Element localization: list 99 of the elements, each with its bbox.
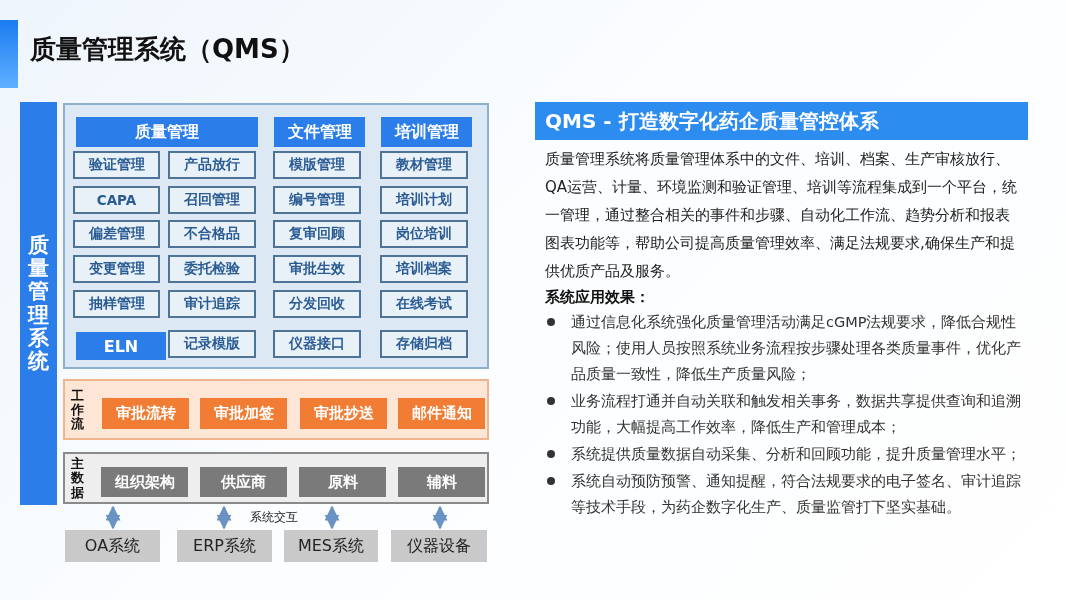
section-subheading: 系统应用效果： bbox=[545, 287, 651, 308]
node-label: 邮件通知 bbox=[411, 404, 472, 423]
node-label: 委托检验 bbox=[184, 260, 240, 278]
node-label: QMS - 打造数字化药企质量管控体系 bbox=[545, 107, 879, 135]
module-box bbox=[168, 186, 256, 214]
node-label: 培训管理 bbox=[394, 121, 459, 143]
node-label: 审批加签 bbox=[213, 404, 274, 423]
module-box bbox=[73, 255, 160, 283]
category-header bbox=[381, 117, 472, 147]
module-box bbox=[273, 151, 361, 179]
node-label: 仪器接口 bbox=[289, 335, 345, 353]
node-label: 文件管理 bbox=[287, 121, 352, 143]
bullet-text: 系统提供质量数据自动采集、分析和回顾功能，提升质量管理水平； bbox=[571, 445, 1021, 464]
master-data-box bbox=[299, 467, 386, 497]
node-label: 存储归档 bbox=[396, 335, 452, 353]
node-label: 抽样管理 bbox=[88, 295, 145, 313]
master-data-box bbox=[200, 467, 287, 497]
external-system-box bbox=[65, 530, 160, 562]
module-box bbox=[380, 255, 468, 283]
node-label: 审批抄送 bbox=[313, 404, 374, 423]
node-label: CAPA bbox=[96, 192, 137, 208]
workflow-box bbox=[200, 398, 287, 429]
vertical-label: 质量管理系统 bbox=[28, 234, 49, 373]
node-label: 培训计划 bbox=[396, 191, 452, 209]
module-box bbox=[73, 220, 160, 248]
node-label: ELN bbox=[103, 336, 139, 356]
node-label: MES系统 bbox=[297, 535, 365, 557]
vertical-label: 工作流 bbox=[71, 388, 84, 431]
description-paragraph: 质量管理系统将质量管理体系中的文件、培训、档案、生产审核放行、QA运营、计量、环境监测和验证管理、培训等流程集成到一个平台，统一管理，通过整合相关的事件和步骤、自动化工作流、趋势分析和报表图表功能等，帮助公司提高质量管理效率、满足法规要求,确保生产和提供优质产品及服务。 bbox=[545, 149, 1019, 282]
node-label: 偏差管理 bbox=[88, 225, 145, 243]
workflow-box bbox=[102, 398, 189, 429]
category-header bbox=[76, 117, 258, 147]
workflow-box bbox=[300, 398, 387, 429]
module-box bbox=[273, 220, 361, 248]
node-label: 记录模版 bbox=[184, 335, 240, 353]
workflow-box bbox=[398, 398, 485, 429]
module-box bbox=[76, 332, 166, 360]
module-box bbox=[168, 330, 256, 358]
module-box bbox=[273, 186, 361, 214]
bullet-text: 通过信息化系统强化质量管理活动满足cGMP法规要求，降低合规性风险；使用人员按照系统业务流程按步骤处理各类质量事件，优化产品质量一致性，降低生产质量风险； bbox=[571, 313, 1022, 384]
master-data-box bbox=[101, 467, 188, 497]
node-label: 编号管理 bbox=[289, 191, 345, 209]
external-system-box bbox=[391, 530, 487, 562]
module-box bbox=[273, 290, 361, 318]
node-label: 不合格品 bbox=[184, 225, 240, 243]
master-data-panel bbox=[63, 452, 489, 504]
node-label: 审批生效 bbox=[289, 260, 345, 278]
module-box bbox=[273, 330, 361, 358]
bullet-text: 系统自动预防预警、通知提醒，符合法规要求的电子签名、审计追踪等技术手段，为药企数字化生产、质量监管打下坚实基础。 bbox=[571, 472, 1022, 517]
node-label: 质量管理 bbox=[135, 121, 199, 143]
node-label: 产品放行 bbox=[184, 156, 240, 174]
external-system-box bbox=[284, 530, 378, 562]
node-label: 原料 bbox=[327, 472, 358, 492]
node-label: 仪器设备 bbox=[407, 535, 471, 557]
title: 质量管理系统（QMS） bbox=[30, 33, 305, 66]
double-arrow bbox=[216, 505, 232, 530]
node-label: 验证管理 bbox=[88, 156, 145, 174]
module-box bbox=[168, 255, 256, 283]
module-box bbox=[380, 151, 468, 179]
vertical-label: 主数据 bbox=[71, 456, 84, 500]
node-label: 分发回收 bbox=[289, 295, 345, 313]
node-label: ERP系统 bbox=[193, 535, 256, 557]
system-band bbox=[20, 102, 57, 505]
category-header bbox=[274, 117, 365, 147]
interaction-label: 系统交互 bbox=[250, 509, 298, 526]
master-data-box bbox=[398, 467, 485, 497]
module-box bbox=[168, 220, 256, 248]
node-label: 组织架构 bbox=[114, 472, 175, 492]
module-box bbox=[168, 151, 256, 179]
module-box bbox=[73, 151, 160, 179]
node-label: 辅料 bbox=[426, 472, 457, 492]
node-label: 供应商 bbox=[221, 472, 266, 492]
node-label: 培训档案 bbox=[396, 260, 452, 278]
node-label: OA系统 bbox=[84, 535, 141, 557]
node-label: 复审回顾 bbox=[289, 225, 345, 243]
module-box bbox=[73, 290, 160, 318]
workflow-panel bbox=[63, 379, 489, 440]
double-arrow bbox=[105, 505, 121, 530]
external-system-box bbox=[177, 530, 272, 562]
module-box bbox=[168, 290, 256, 318]
node-label: 模版管理 bbox=[289, 156, 345, 174]
node-label: 岗位培训 bbox=[396, 225, 452, 243]
double-arrow bbox=[432, 505, 448, 530]
node-label: 审计追踪 bbox=[184, 295, 240, 313]
module-box bbox=[380, 330, 468, 358]
double-arrow bbox=[324, 505, 340, 530]
node-label: 召回管理 bbox=[184, 191, 240, 209]
module-panel bbox=[63, 103, 489, 369]
module-box bbox=[380, 220, 468, 248]
node-label: 在线考试 bbox=[396, 295, 452, 313]
module-box bbox=[380, 290, 468, 318]
node-label: 变更管理 bbox=[88, 260, 145, 278]
module-box bbox=[273, 255, 361, 283]
module-box bbox=[380, 186, 468, 214]
module-box bbox=[73, 186, 160, 214]
section-header bbox=[535, 102, 1028, 140]
bullet-text: 业务流程打通并自动关联和触发相关事务，数据共享提供查询和追溯功能，大幅提高工作效率，降低生产和管理成本； bbox=[571, 392, 1022, 437]
node-label: 教材管理 bbox=[396, 156, 452, 174]
node-label: 审批流转 bbox=[115, 404, 176, 423]
